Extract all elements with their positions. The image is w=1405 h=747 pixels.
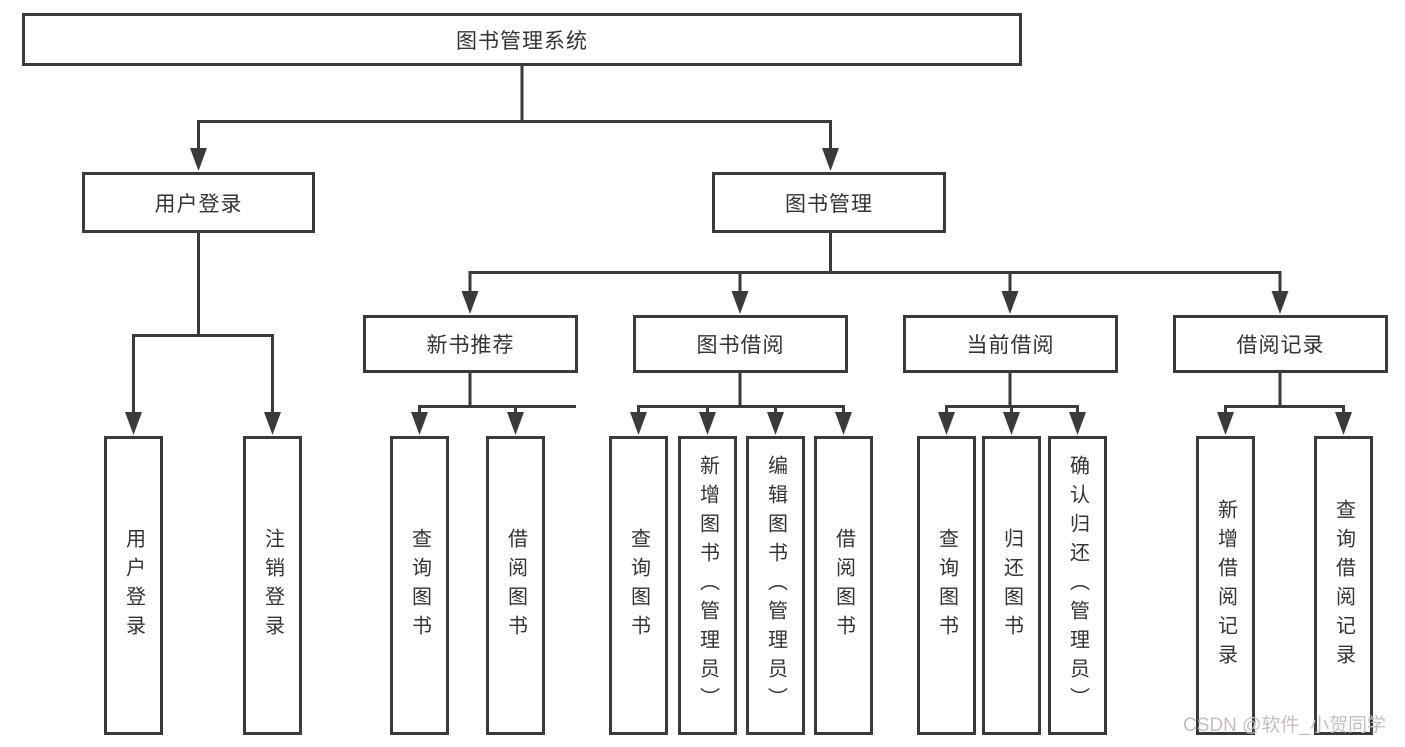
- arrow-icon: [731, 291, 749, 314]
- arrow-icon: [1001, 291, 1019, 314]
- leaf-current-query-books: 查询图书: [917, 436, 976, 735]
- node-book-borrow: 图书借阅: [633, 315, 848, 373]
- leaf-return-books-label: 归还图书: [1000, 527, 1023, 644]
- node-root-label: 图书管理系统: [456, 29, 588, 53]
- leaf-recommend-borrow-books: 借阅图书: [486, 436, 545, 735]
- arrow-icon: [1069, 412, 1086, 435]
- arrow-icon: [461, 291, 479, 314]
- node-book-management: 图书管理: [712, 172, 946, 233]
- arrowheads: [125, 148, 1352, 435]
- arrow-icon: [1335, 412, 1352, 435]
- connector-new-book-recommend: [418, 373, 576, 417]
- arrow-icon: [822, 148, 839, 171]
- arrow-icon: [507, 412, 524, 435]
- arrow-icon: [699, 412, 716, 435]
- leaf-user-login: 用户登录: [104, 436, 163, 735]
- connector-book-borrow: [637, 373, 845, 417]
- leaf-recommend-query-books-label: 查询图书: [408, 527, 431, 644]
- arrow-icon: [411, 412, 428, 435]
- leaf-add-books-admin-label: 新增图书（管理员）: [696, 455, 719, 716]
- leaf-confirm-return-admin-label: 确认归还（管理员）: [1066, 455, 1089, 716]
- leaf-recommend-borrow-books-label: 借阅图书: [504, 527, 527, 644]
- connector-borrow-records: [1224, 373, 1345, 417]
- leaf-query-borrow-record-label: 查询借阅记录: [1332, 498, 1355, 673]
- arrow-icon: [125, 412, 142, 435]
- leaf-edit-books-admin-label: 编辑图书（管理员）: [764, 455, 787, 716]
- arrow-icon: [1003, 412, 1020, 435]
- leaf-query-borrow-record: 查询借阅记录: [1314, 436, 1373, 735]
- leaf-current-query-books-label: 查询图书: [935, 527, 958, 644]
- node-user-login: 用户登录: [82, 172, 315, 233]
- leaf-user-login-label: 用户登录: [122, 527, 145, 644]
- arrow-icon: [835, 412, 852, 435]
- leaf-edit-books-admin: 编辑图书（管理员）: [746, 436, 805, 735]
- leaf-borrow-books: 借阅图书: [814, 436, 873, 735]
- node-current-borrow: 当前借阅: [903, 315, 1118, 373]
- leaf-add-borrow-record-label: 新增借阅记录: [1214, 498, 1237, 673]
- connector-current-borrow: [945, 373, 1079, 417]
- node-book-management-label: 图书管理: [785, 192, 873, 216]
- node-root: 图书管理系统: [22, 13, 1022, 66]
- arrow-icon: [1217, 412, 1234, 435]
- arrow-icon: [264, 412, 281, 435]
- leaf-add-books-admin: 新增图书（管理员）: [678, 436, 737, 735]
- node-borrow-records: 借阅记录: [1173, 315, 1388, 373]
- arrow-icon: [938, 412, 955, 435]
- node-current-borrow-label: 当前借阅: [966, 334, 1055, 357]
- leaf-borrow-query-books: 查询图书: [609, 436, 668, 735]
- leaf-borrow-query-books-label: 查询图书: [627, 527, 650, 644]
- node-new-book-recommend-label: 新书推荐: [426, 334, 515, 357]
- arrow-icon: [630, 412, 647, 435]
- connector-user-login: [132, 233, 274, 416]
- node-borrow-records-label: 借阅记录: [1236, 334, 1325, 357]
- csdn-watermark: CSDN @软件_小贺同学: [1183, 715, 1386, 736]
- leaf-confirm-return-admin: 确认归还（管理员）: [1048, 436, 1107, 735]
- leaf-add-borrow-record: 新增借阅记录: [1196, 436, 1255, 735]
- leaf-return-books: 归还图书: [982, 436, 1041, 735]
- connector-book-management: [468, 233, 1282, 296]
- leaf-logout: 注销登录: [243, 436, 302, 735]
- node-user-login-label: 用户登录: [154, 192, 243, 216]
- arrow-icon: [1271, 291, 1289, 314]
- arrow-icon: [767, 412, 784, 435]
- connector-root: [197, 66, 832, 152]
- leaf-borrow-books-label: 借阅图书: [832, 527, 855, 644]
- arrow-icon: [190, 148, 207, 171]
- leaf-recommend-query-books: 查询图书: [390, 436, 449, 735]
- leaf-logout-label: 注销登录: [261, 527, 284, 644]
- node-book-borrow-label: 图书借阅: [696, 334, 785, 357]
- node-new-book-recommend: 新书推荐: [363, 315, 578, 373]
